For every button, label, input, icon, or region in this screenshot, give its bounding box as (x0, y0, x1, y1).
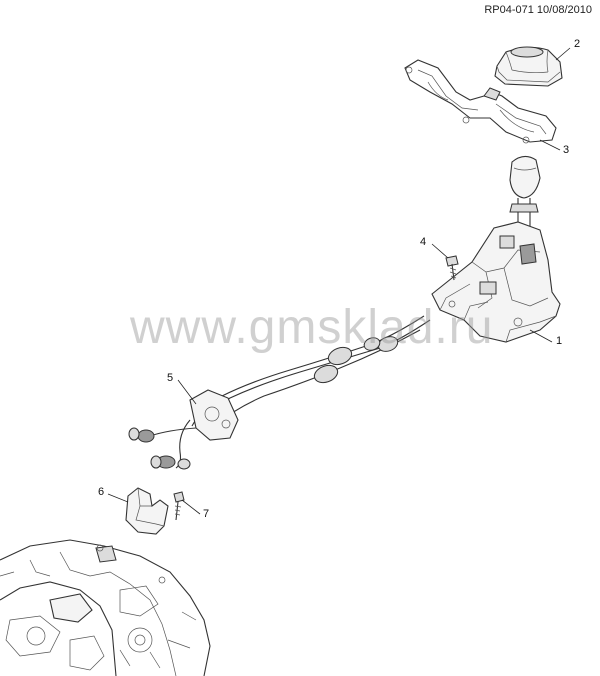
part-4-bolt (445, 255, 459, 281)
part-2-shift-boot (494, 46, 563, 87)
shift-knob (509, 155, 541, 232)
callout-7: 7 (203, 508, 210, 520)
part-3-trim-bezel (404, 59, 557, 144)
transmission-housing (0, 539, 211, 676)
part-5-shift-cables (128, 315, 431, 470)
leader-lines (107, 47, 571, 515)
watermark-text: www.gmsklad.ru (130, 301, 494, 354)
callout-3: 3 (563, 144, 570, 156)
part-6-bracket (125, 487, 169, 535)
document-reference: RP04-071 10/08/2010 (484, 4, 592, 16)
part-1-shifter-housing (431, 221, 561, 343)
callout-4: 4 (420, 236, 427, 248)
callout-6: 6 (98, 486, 105, 498)
callout-1: 1 (556, 335, 563, 347)
callout-5: 5 (167, 372, 174, 384)
part-7-bolt (173, 491, 185, 521)
callout-2: 2 (574, 38, 581, 50)
